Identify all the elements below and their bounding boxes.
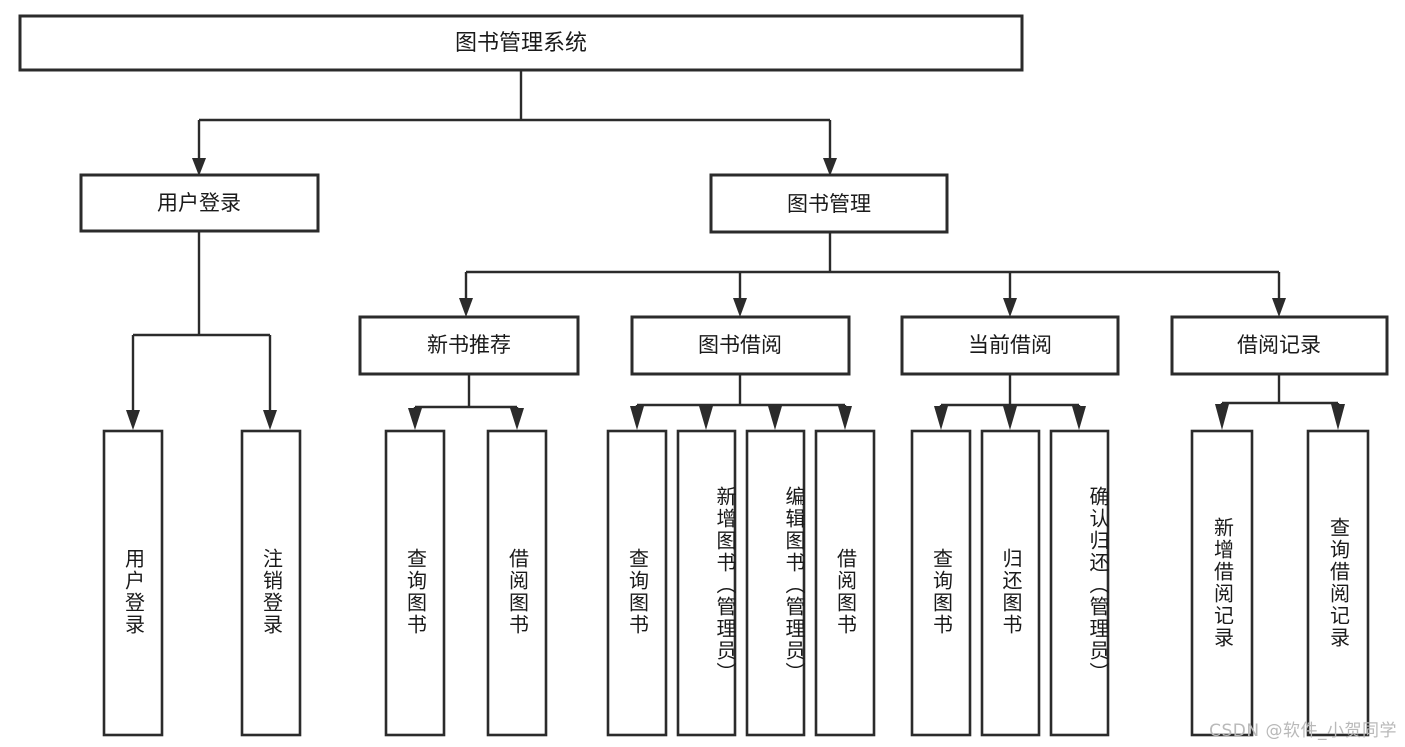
node-book-manage-label: 图书管理 xyxy=(787,192,871,216)
arrow-head-icon xyxy=(838,406,852,430)
node-current-borrow[interactable]: 当前借阅 xyxy=(900,315,1120,376)
leaf-box-add-record[interactable] xyxy=(1190,429,1254,737)
arrow-head-icon xyxy=(408,408,422,430)
arrow-head-icon xyxy=(934,406,948,430)
node-borrow-record[interactable]: 借阅记录 xyxy=(1170,315,1389,376)
node-new-book-recommend-label: 新书推荐 xyxy=(427,333,511,357)
leaf-box-return-book[interactable] xyxy=(980,429,1041,737)
watermark-text: CSDN @软件_小贺同学 xyxy=(1209,721,1397,741)
connector-group-book-borrow xyxy=(630,374,852,430)
arrow-head-icon xyxy=(192,158,206,176)
arrow-head-icon xyxy=(1215,404,1229,430)
arrow-head-icon xyxy=(768,406,782,430)
arrow-head-icon xyxy=(1272,298,1286,317)
arrow-head-icon xyxy=(1331,404,1345,430)
node-book-borrow[interactable]: 图书借阅 xyxy=(630,315,851,376)
node-user-login-label: 用户登录 xyxy=(157,191,241,215)
leaf-box-query-book-2[interactable] xyxy=(606,429,668,737)
leaf-box-add-book[interactable] xyxy=(676,429,737,737)
arrow-head-icon xyxy=(733,298,747,317)
leaf-box-borrow-book-1[interactable] xyxy=(486,429,548,737)
leaf-box-user-logout[interactable] xyxy=(240,429,302,737)
connector-group-root xyxy=(192,70,837,176)
connector-group-new-book-recommend xyxy=(408,374,524,430)
arrow-head-icon xyxy=(510,408,524,430)
leaf-box-query-record[interactable] xyxy=(1306,429,1370,737)
leaf-box-confirm-return[interactable] xyxy=(1049,429,1110,737)
node-new-book-recommend[interactable]: 新书推荐 xyxy=(358,315,580,376)
leaf-box-user-login[interactable] xyxy=(102,429,164,737)
arrow-head-icon xyxy=(263,410,277,430)
node-book-borrow-label: 图书借阅 xyxy=(698,333,782,357)
arrow-head-icon xyxy=(126,410,140,430)
connector-group-borrow-record xyxy=(1215,374,1345,430)
arrow-head-icon xyxy=(459,298,473,317)
leaf-box-query-book-1[interactable] xyxy=(384,429,446,737)
connector-group-book-manage xyxy=(459,232,1286,317)
arrow-head-icon xyxy=(699,406,713,430)
connector-group-current-borrow xyxy=(934,374,1086,430)
arrow-head-icon xyxy=(630,406,644,430)
leaf-box-query-book-3[interactable] xyxy=(910,429,972,737)
leaf-box-borrow-book-2[interactable] xyxy=(814,429,876,737)
node-borrow-record-label: 借阅记录 xyxy=(1237,333,1321,357)
node-current-borrow-label: 当前借阅 xyxy=(968,333,1052,357)
connector-group-user-login xyxy=(126,231,277,430)
arrow-head-icon xyxy=(1003,406,1017,430)
leaf-box-edit-book[interactable] xyxy=(745,429,806,737)
arrow-head-icon xyxy=(1003,298,1017,317)
node-root[interactable]: 图书管理系统 xyxy=(18,14,1024,72)
node-book-manage[interactable]: 图书管理 xyxy=(709,173,949,234)
arrow-head-icon xyxy=(823,158,837,176)
node-root-label: 图书管理系统 xyxy=(455,31,587,56)
node-user-login[interactable]: 用户登录 xyxy=(79,173,320,233)
arrow-head-icon xyxy=(1072,406,1086,430)
